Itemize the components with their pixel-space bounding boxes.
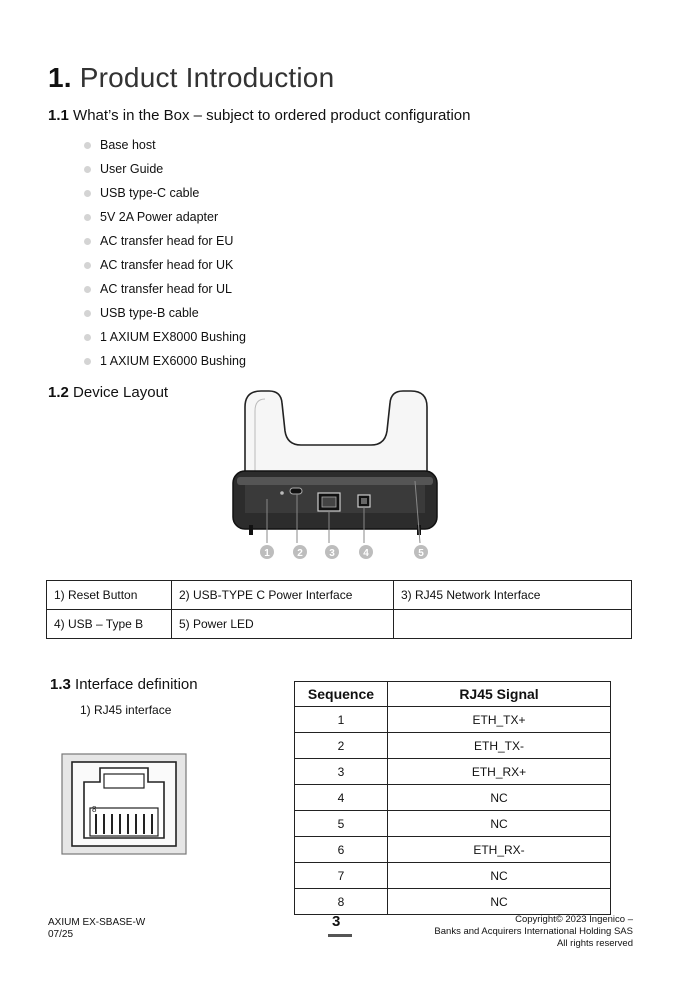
column-header: RJ45 Signal — [387, 681, 611, 707]
svg-text:5: 5 — [418, 548, 424, 559]
callout-2: 2 — [293, 545, 307, 559]
section-number: 1. — [48, 62, 72, 93]
subsection-heading-box: 1.1 What’s in the Box – subject to order… — [48, 107, 471, 124]
rj45-interface-label: 1) RJ45 interface — [80, 703, 172, 717]
list-item: USB type-B cable — [84, 301, 246, 325]
pin-label: 8 — [92, 805, 97, 814]
device-layout-table: 1) Reset Button 2) USB-TYPE C Power Inte… — [46, 580, 632, 639]
bullet-icon — [84, 237, 91, 245]
section-title: Product Introduction — [79, 62, 335, 93]
svg-text:3: 3 — [329, 548, 335, 559]
list-item: AC transfer head for UK — [84, 253, 246, 277]
list-item: Base host — [84, 133, 246, 157]
footer-date: 07/25 — [48, 929, 74, 940]
callout-5: 5 — [414, 545, 428, 559]
page-number: 3 — [332, 913, 341, 930]
footer-model: AXIUM EX-SBASE-W — [48, 917, 146, 928]
footer-copyright: Copyright© 2023 Ingenico – Banks and Acq… — [434, 914, 633, 949]
subsection-heading-interface: 1.3 Interface definition — [50, 676, 198, 693]
bullet-icon — [84, 213, 91, 221]
page-number-underline — [328, 934, 352, 937]
bullet-icon — [84, 261, 91, 269]
rj45-port-illustration: 8 — [61, 753, 187, 855]
svg-text:4: 4 — [363, 548, 369, 559]
callout-4: 4 — [359, 545, 373, 559]
box-contents-list: Base host User Guide USB type-C cable 5V… — [84, 133, 246, 373]
bullet-icon — [84, 165, 91, 173]
svg-text:1: 1 — [264, 548, 270, 559]
table-cell — [393, 609, 632, 639]
table-cell: 3) RJ45 Network Interface — [393, 580, 632, 610]
list-item: AC transfer head for EU — [84, 229, 246, 253]
table-cell: 5) Power LED — [171, 609, 394, 639]
list-item: 1 AXIUM EX8000 Bushing — [84, 325, 246, 349]
table-cell: 1) Reset Button — [46, 580, 172, 610]
table-cell: 4) USB – Type B — [46, 609, 172, 639]
list-item: User Guide — [84, 157, 246, 181]
bullet-icon — [84, 357, 91, 365]
subsection-number: 1.1 — [48, 107, 69, 124]
page-title: 1. Product Introduction — [48, 62, 334, 94]
bullet-icon — [84, 189, 91, 197]
bullet-icon — [84, 141, 91, 149]
list-item: 1 AXIUM EX6000 Bushing — [84, 349, 246, 373]
table-cell: 2) USB-TYPE C Power Interface — [171, 580, 394, 610]
subsection-title: What’s in the Box – subject to ordered p… — [73, 107, 471, 124]
callout-1: 1 — [260, 545, 274, 559]
bullet-icon — [84, 309, 91, 317]
footer-product-info: AXIUM EX-SBASE-W 07/25 — [48, 917, 145, 941]
list-item: 5V 2A Power adapter — [84, 205, 246, 229]
bullet-icon — [84, 333, 91, 341]
svg-text:2: 2 — [297, 548, 303, 559]
device-layout-illustration: 1 2 3 4 5 — [232, 390, 438, 559]
table-header-row: Sequence RJ45 Signal — [294, 681, 611, 707]
list-item: USB type-C cable — [84, 181, 246, 205]
table-row: 1) Reset Button 2) USB-TYPE C Power Inte… — [46, 580, 632, 610]
subsection-heading-layout: 1.2 Device Layout — [48, 384, 169, 401]
list-item: AC transfer head for UL — [84, 277, 246, 301]
bullet-icon — [84, 285, 91, 293]
callout-3: 3 — [325, 545, 339, 559]
table-row: 4) USB – Type B 5) Power LED — [46, 609, 632, 639]
column-header: Sequence — [294, 681, 388, 707]
